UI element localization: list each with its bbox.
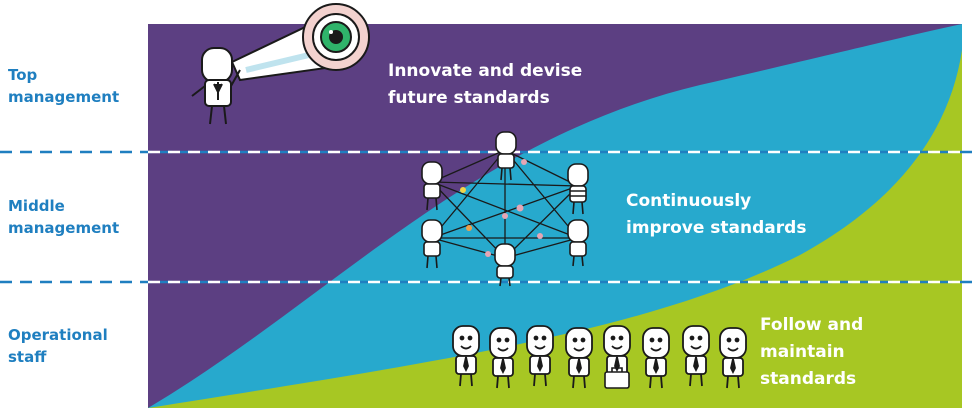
staff-person (682, 325, 710, 387)
network-people-icon (431, 149, 579, 259)
level-label-top: Top management (8, 64, 148, 108)
staff-person (452, 325, 480, 387)
staff-person (603, 325, 631, 387)
network-person (494, 243, 516, 287)
caption-top-line2: future standards (388, 88, 550, 108)
staff-person (489, 327, 517, 389)
level-label-operational-line2: staff (8, 348, 47, 366)
staff-person (642, 327, 670, 389)
network-person (421, 161, 443, 211)
green-region (148, 50, 962, 408)
level-label-top-line1: Top (8, 66, 38, 84)
level-label-operational-line1: Operational (8, 326, 108, 344)
briefcase-icon (604, 367, 630, 389)
level-label-top-line2: management (8, 88, 120, 106)
caption-operational-line2: maintain (760, 342, 845, 362)
level-label-middle-line1: Middle (8, 197, 65, 215)
staff-person (719, 327, 747, 389)
level-label-middle-line2: management (8, 219, 120, 237)
caption-top-line1: Innovate and devise (388, 61, 583, 81)
caption-middle: Continuously improve standards (626, 188, 806, 242)
level-label-operational: Operational staff (8, 324, 148, 368)
level-label-middle: Middle management (8, 195, 148, 239)
staff-person (526, 325, 554, 387)
staff-person (565, 327, 593, 389)
caption-middle-line2: improve standards (626, 218, 807, 238)
network-person (567, 163, 589, 215)
caption-operational: Follow and maintain standards (760, 312, 863, 393)
row-of-people-icon (452, 325, 747, 389)
telescope-figure-icon (191, 3, 370, 125)
caption-middle-line1: Continuously (626, 191, 752, 211)
network-person (495, 131, 517, 181)
network-person (421, 219, 443, 269)
caption-top: Innovate and devise future standards (388, 58, 582, 112)
caption-operational-line1: Follow and (760, 315, 864, 335)
caption-operational-line3: standards (760, 369, 857, 389)
network-person (567, 219, 589, 267)
